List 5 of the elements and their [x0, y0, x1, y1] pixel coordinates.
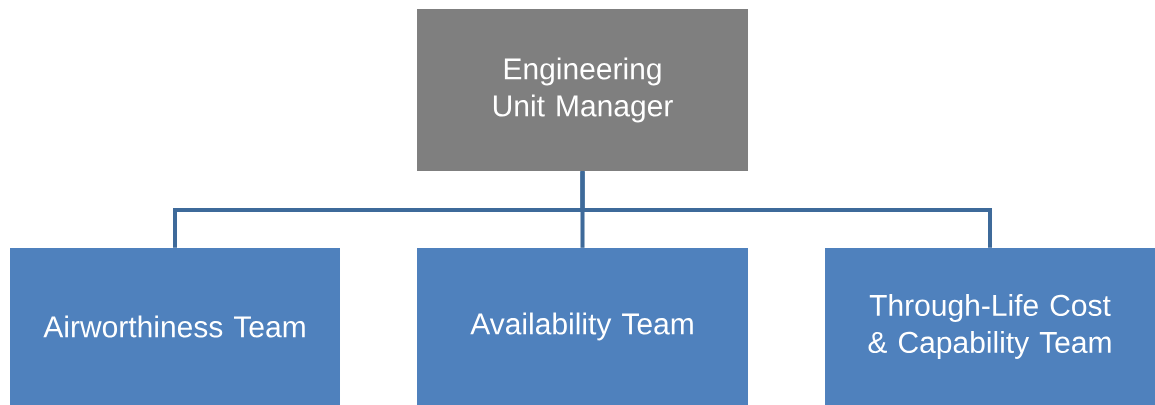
- manager-box: Engineering Unit Manager: [417, 9, 748, 171]
- team-box: Airworthiness Team: [10, 248, 340, 405]
- connector-line: [580, 171, 992, 248]
- team-box: Availability Team: [417, 248, 748, 405]
- team-box: Through-Life Cost & Capability Team: [825, 248, 1155, 405]
